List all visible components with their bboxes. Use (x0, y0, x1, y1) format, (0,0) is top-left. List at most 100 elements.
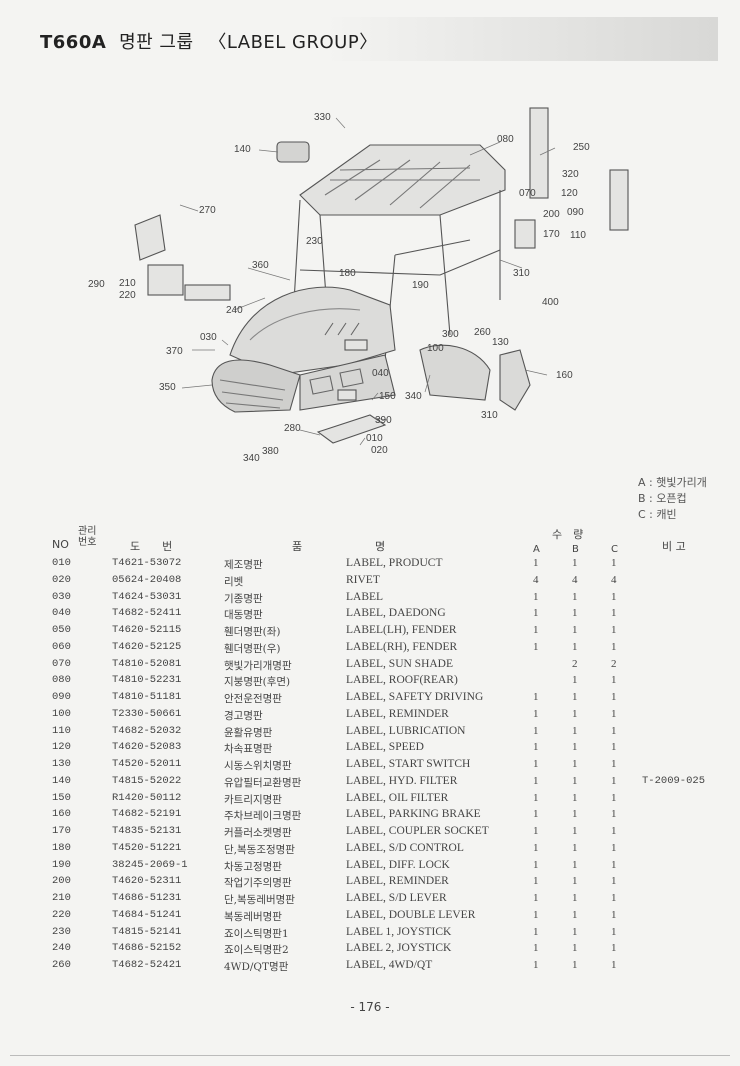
row-qty-a: 1 (533, 707, 539, 720)
row-no: 150 (52, 791, 71, 804)
row-no: 240 (52, 942, 71, 955)
row-part-number: T4620-52083 (112, 741, 182, 754)
row-qty-c: 1 (611, 674, 617, 687)
row-qty-c: 1 (611, 774, 617, 787)
title-korean: 명판 그룹 (119, 32, 194, 53)
callout-340-mid: 340 (405, 391, 422, 402)
row-name-english: LABEL, DIFF. LOCK (346, 858, 450, 871)
row-name-korean: 단,복동조정명판 (224, 843, 295, 856)
row-no: 130 (52, 758, 71, 770)
row-qty-b: 4 (572, 573, 578, 586)
callout-160: 160 (556, 370, 573, 381)
row-no: 110 (52, 724, 71, 737)
header-qty: 수 량 (552, 528, 584, 541)
row-part-number: T4682-52421 (112, 959, 182, 971)
callout-340-bottom: 340 (243, 453, 260, 464)
row-qty-c: 1 (611, 908, 617, 921)
row-name-korean: 단,복동레버명판 (224, 894, 295, 906)
row-qty-a: 1 (533, 758, 539, 770)
row-name-english: LABEL, SUN SHADE (346, 657, 454, 670)
row-name-english: LABEL, PARKING BRAKE (346, 808, 481, 821)
row-name-korean: 휀더명판(좌) (224, 626, 281, 638)
row-qty-a: 1 (533, 590, 539, 603)
callout-250: 250 (573, 142, 590, 153)
row-qty-c: 4 (611, 573, 617, 586)
row-qty-b: 1 (572, 825, 578, 837)
row-part-number: T4835-52131 (112, 825, 182, 837)
page-number: - 176 - (350, 1000, 390, 1014)
callout-080: 080 (497, 134, 514, 145)
callout-200: 200 (543, 209, 560, 220)
row-qty-c: 1 (611, 758, 617, 770)
row-qty-c: 1 (611, 624, 617, 636)
row-qty-b: 1 (572, 707, 578, 720)
row-qty-b: 1 (572, 640, 578, 653)
row-name-korean: 유압필터교환명판 (224, 776, 302, 789)
title-english: 〈LABEL GROUP〉 (208, 32, 378, 53)
row-part-number: T4815-52022 (112, 774, 182, 787)
row-qty-a: 1 (533, 607, 539, 620)
row-qty-c: 1 (611, 841, 617, 854)
row-qty-c: 1 (611, 959, 617, 971)
row-qty-a: 1 (533, 908, 539, 921)
row-name-korean: 윤활유명판 (224, 726, 273, 739)
exploded-diagram: 330 080 140 250 320 070 120 270 200 090 … (0, 100, 740, 480)
row-no: 140 (52, 774, 71, 787)
row-qty-c: 1 (611, 557, 617, 569)
row-part-number: R1420-50112 (112, 791, 182, 804)
callout-400: 400 (542, 297, 559, 308)
row-name-korean: 4WD/QT명판 (224, 961, 289, 973)
row-no: 260 (52, 959, 71, 971)
row-no: 170 (52, 825, 71, 837)
row-name-english: LABEL, START SWITCH (346, 758, 471, 770)
row-name-korean: 커플러소켓명판 (224, 827, 292, 839)
row-name-korean: 대동명판 (224, 609, 263, 622)
callout-370: 370 (166, 346, 183, 357)
row-no: 020 (52, 573, 71, 586)
row-part-number: T4624-53031 (112, 590, 182, 603)
row-qty-a: 1 (533, 959, 539, 971)
row-qty-b: 1 (572, 841, 578, 854)
row-qty-b: 1 (572, 607, 578, 620)
row-name-english: LABEL 2, JOYSTICK (346, 942, 452, 955)
callout-330: 330 (314, 112, 331, 123)
row-no: 180 (52, 841, 71, 854)
row-name-english: LABEL, 4WD/QT (346, 959, 433, 971)
row-name-english: LABEL, S/D LEVER (346, 892, 447, 904)
callout-210: 210 (119, 278, 136, 289)
row-qty-c: 1 (611, 707, 617, 720)
row-name-english: LABEL, COUPLER SOCKET (346, 825, 489, 837)
row-no: 120 (52, 741, 71, 754)
row-part-number: T4620-52311 (112, 875, 182, 888)
row-name-korean: 죠이스틱명판2 (224, 944, 289, 957)
row-no: 190 (52, 858, 71, 871)
row-part-number: T4810-52081 (112, 657, 182, 670)
row-qty-b: 1 (572, 908, 578, 921)
header-qty-c: C (611, 544, 618, 555)
callout-380: 380 (262, 446, 279, 457)
row-qty-b: 1 (572, 724, 578, 737)
model-code: T660A (40, 32, 107, 53)
row-qty-a: 1 (533, 925, 539, 938)
row-qty-c: 1 (611, 942, 617, 955)
row-qty-b: 1 (572, 959, 578, 971)
row-qty-a: 1 (533, 557, 539, 569)
legend-b: B : 오픈컵 (638, 492, 687, 505)
tractor-illustration (134, 107, 629, 446)
header-name-kor: 품 (292, 540, 303, 553)
quantity-legend: A : 햇빛가리개 B : 오픈컵 C : 캐빈 (638, 475, 707, 523)
row-qty-c: 1 (611, 791, 617, 804)
callout-220: 220 (119, 290, 136, 301)
row-name-korean: 주차브레이크명판 (224, 810, 302, 823)
callout-090: 090 (567, 207, 584, 218)
row-name-korean: 리벳 (224, 575, 244, 588)
footer-rule (10, 1055, 730, 1056)
